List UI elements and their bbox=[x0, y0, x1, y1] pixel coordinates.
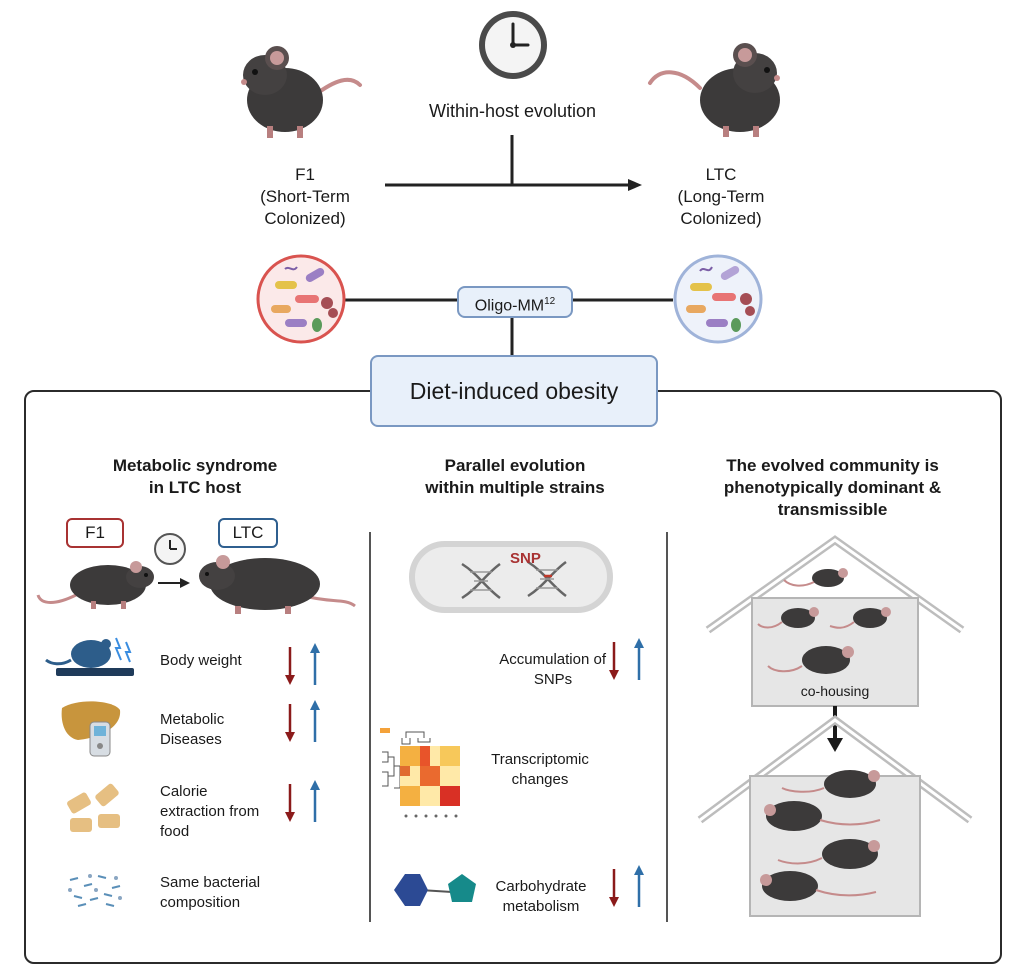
panel-divider-left bbox=[369, 532, 371, 922]
heatmap-icon bbox=[380, 728, 460, 818]
ltc-tag: LTC bbox=[218, 518, 278, 548]
f1-name: F1 bbox=[295, 165, 315, 184]
panel-2-item-3-label: Carbohydrate metabolism bbox=[476, 877, 606, 917]
clock-icon bbox=[479, 11, 547, 79]
scale-mouse-icon bbox=[45, 637, 134, 676]
community-superscript: 12 bbox=[544, 296, 556, 307]
metabolic-label-line-2: Diseases bbox=[160, 731, 222, 748]
condition-label: Diet-induced obesity bbox=[409, 378, 619, 404]
bacterial-label-line-1: Same bacterial bbox=[160, 874, 261, 891]
panel-1-title-line-2: in LTC host bbox=[148, 478, 242, 497]
panel-2-item-3-up-arrow bbox=[634, 865, 644, 907]
f1-walking-mouse-icon bbox=[36, 561, 154, 609]
panel-1-item-1-down-arrow bbox=[285, 647, 295, 685]
panel-1-item-2-up-arrow bbox=[310, 700, 320, 742]
f1-group-label: F1 (Short-Term Colonized) bbox=[220, 164, 390, 230]
community-label-box: Oligo-MM12 bbox=[457, 286, 573, 318]
f1-tag: F1 bbox=[66, 518, 124, 548]
panel-3-title-line-1: The evolved community is bbox=[726, 456, 939, 475]
ltc-microbiome-icon bbox=[673, 254, 763, 344]
metabolic-label-line-1: Metabolic bbox=[160, 711, 225, 728]
panel-2-title-line-1: Parallel evolution bbox=[444, 456, 586, 475]
panel-3-title: The evolved community is phenotypically … bbox=[680, 455, 985, 521]
snp-accumulation-line-2: SNPs bbox=[533, 671, 573, 688]
ltc-name: LTC bbox=[705, 165, 737, 184]
panel-2-item-3-down-arrow bbox=[609, 869, 619, 907]
panel-1-item-1-up-arrow bbox=[310, 643, 320, 685]
houses-illustration bbox=[697, 535, 973, 917]
bottom-house-icon bbox=[697, 715, 973, 917]
panel-1-item-4-label: Same bacterial composition bbox=[160, 873, 300, 913]
panel-1-item-3-up-arrow bbox=[310, 780, 320, 822]
bacterial-label-line-2: composition bbox=[160, 894, 241, 911]
ltc-mouse-icon bbox=[648, 43, 780, 137]
panel-2-item-1-up-arrow bbox=[634, 638, 644, 680]
ltc-walking-mouse-icon bbox=[199, 555, 356, 614]
ltc-group-label: LTC (Long-Term Colonized) bbox=[636, 164, 806, 230]
panel-2-title-line-2: within multiple strains bbox=[425, 478, 605, 497]
condition-box: Diet-induced obesity bbox=[370, 355, 658, 427]
transcriptomic-line-1: Transcriptomic bbox=[491, 751, 589, 768]
community-name: Oligo-MM bbox=[474, 297, 545, 315]
process-label: Within-host evolution bbox=[428, 101, 597, 121]
panel-1-item-1-label: Body weight bbox=[160, 651, 290, 671]
f1-description: (Short-Term Colonized) bbox=[260, 187, 350, 228]
snp-accumulation-line-1: Accumulation of bbox=[499, 651, 606, 668]
calorie-label-line-2: extraction from bbox=[160, 803, 260, 820]
sugar-molecule-icon bbox=[394, 874, 476, 906]
panel-1-item-2-label: Metabolic Diseases bbox=[160, 710, 290, 750]
bacterium-dna-icon bbox=[409, 541, 613, 613]
top-house-icon bbox=[705, 535, 965, 707]
food-pellets-icon bbox=[67, 783, 120, 832]
body-weight-label: Body weight bbox=[160, 652, 242, 669]
evolution-arrow bbox=[345, 135, 673, 355]
f1-microbiome-icon bbox=[256, 254, 346, 344]
carbohydrate-line-2: metabolism bbox=[502, 898, 580, 915]
carbohydrate-line-1: Carbohydrate bbox=[495, 878, 587, 895]
panel-divider-right bbox=[666, 532, 668, 922]
panel-1-item-2-down-arrow bbox=[285, 704, 295, 742]
panel-1-item-3-down-arrow bbox=[285, 784, 295, 822]
liver-glucometer-icon bbox=[61, 701, 121, 757]
small-arrow-icon bbox=[158, 578, 190, 588]
panel-2-item-1-down-arrow bbox=[609, 642, 619, 680]
calorie-label-line-1: Calorie bbox=[160, 783, 208, 800]
panel-1-title-line-1: Metabolic syndrome bbox=[112, 456, 278, 475]
transcriptomic-line-2: changes bbox=[511, 771, 569, 788]
f1-mouse-icon bbox=[241, 46, 362, 138]
snp-label: SNP bbox=[510, 550, 541, 567]
panel-2-item-2-label: Transcriptomic changes bbox=[470, 750, 610, 790]
panel-1-item-3-label: Calorie extraction from food bbox=[160, 782, 290, 842]
cohousing-label: co-housing bbox=[800, 683, 870, 699]
panel-3-title-line-2: phenotypically dominant & bbox=[723, 478, 942, 497]
small-clock-icon bbox=[154, 533, 186, 565]
panel-3-title-line-3: transmissible bbox=[777, 500, 888, 519]
bacteria-cluster-icon bbox=[68, 874, 122, 907]
ltc-description: (Long-Term Colonized) bbox=[677, 187, 765, 228]
panel-2-item-1-label: Accumulation of SNPs bbox=[460, 650, 606, 690]
panel-2-title: Parallel evolution within multiple strai… bbox=[380, 455, 650, 499]
calorie-label-line-3: food bbox=[160, 823, 190, 840]
panel-1-title: Metabolic syndrome in LTC host bbox=[60, 455, 330, 499]
